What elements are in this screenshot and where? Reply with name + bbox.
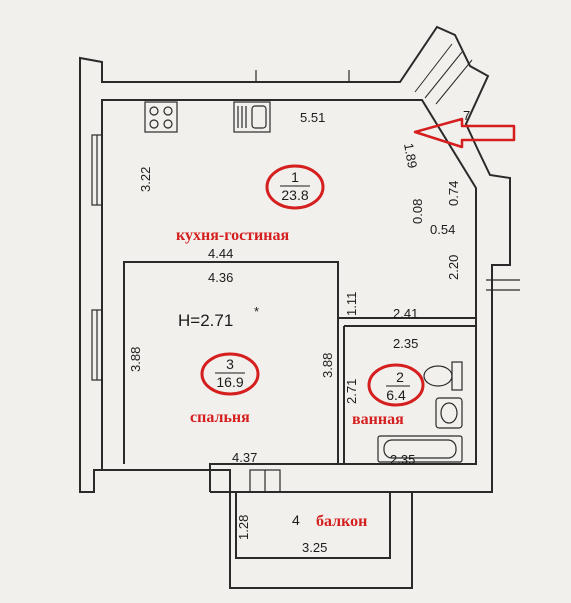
bathtub-icon	[377, 435, 463, 463]
dim-bedroom-left: 3.88	[128, 347, 143, 372]
room-bathroom-name: ванная	[352, 411, 404, 428]
washbasin-icon	[435, 397, 463, 429]
dim-balcony-left: 1.28	[236, 515, 251, 540]
wall-hatching	[414, 43, 473, 105]
entrance-arrow-icon	[413, 117, 516, 149]
dim-bath-top-inner: 2.35	[393, 336, 418, 351]
dim-right-opening: 0.54	[430, 222, 455, 237]
dim-balcony-bottom: 3.25	[302, 540, 327, 555]
stove-icon	[144, 101, 178, 133]
kitchen-sink-icon	[233, 101, 271, 133]
windows	[91, 70, 520, 493]
dim-kitchen-bottom-outer: 4.44	[208, 246, 233, 261]
room-bathroom-number: 2	[396, 369, 404, 385]
dim-right-lower: 2.20	[446, 255, 461, 280]
outer-walls	[79, 25, 511, 589]
dim-bath-bottom: 2.35	[390, 452, 415, 467]
dim-right-upper: 0.74	[446, 181, 461, 206]
dim-kitchen-left: 3.22	[138, 167, 153, 192]
room-bathroom-area: 6.4	[386, 387, 406, 403]
room-balcony-number: 4	[292, 512, 300, 528]
room-bedroom-area-marker: 3 16.9	[200, 352, 260, 396]
room-kitchen-name: кухня-гостиная	[176, 227, 289, 244]
dim-bath-left: 2.71	[344, 379, 359, 404]
room-bedroom-name: спальня	[190, 409, 250, 426]
dim-corridor-wall: 1.11	[344, 292, 359, 316]
interior-walls	[123, 261, 476, 464]
room-kitchen-number: 1	[291, 169, 299, 185]
ceiling-height: H=2.71	[178, 311, 233, 330]
room-kitchen-area-marker: 1 23.8	[265, 164, 325, 210]
room-bedroom-area: 16.9	[216, 374, 243, 390]
room-bathroom-area-marker: 2 6.4	[367, 363, 425, 407]
dim-bath-top-outer: 2.41	[393, 306, 418, 321]
dim-kitchen-top: 5.51	[300, 110, 325, 125]
dim-bedroom-bottom: 4.37	[232, 450, 257, 465]
room-bedroom-number: 3	[226, 356, 234, 372]
dim-right-small: 0.08	[410, 199, 425, 224]
room-balcony-name: балкон	[316, 513, 367, 530]
dim-bedroom-top: 4.36	[208, 270, 233, 285]
dim-diagonal-wall: 1.89	[401, 142, 420, 170]
ceiling-height-mark: *	[254, 304, 259, 319]
toilet-icon	[423, 361, 463, 391]
room-kitchen-area: 23.8	[281, 187, 308, 203]
corner-mark: 7	[463, 108, 470, 123]
dim-bedroom-right: 3.88	[320, 353, 335, 378]
